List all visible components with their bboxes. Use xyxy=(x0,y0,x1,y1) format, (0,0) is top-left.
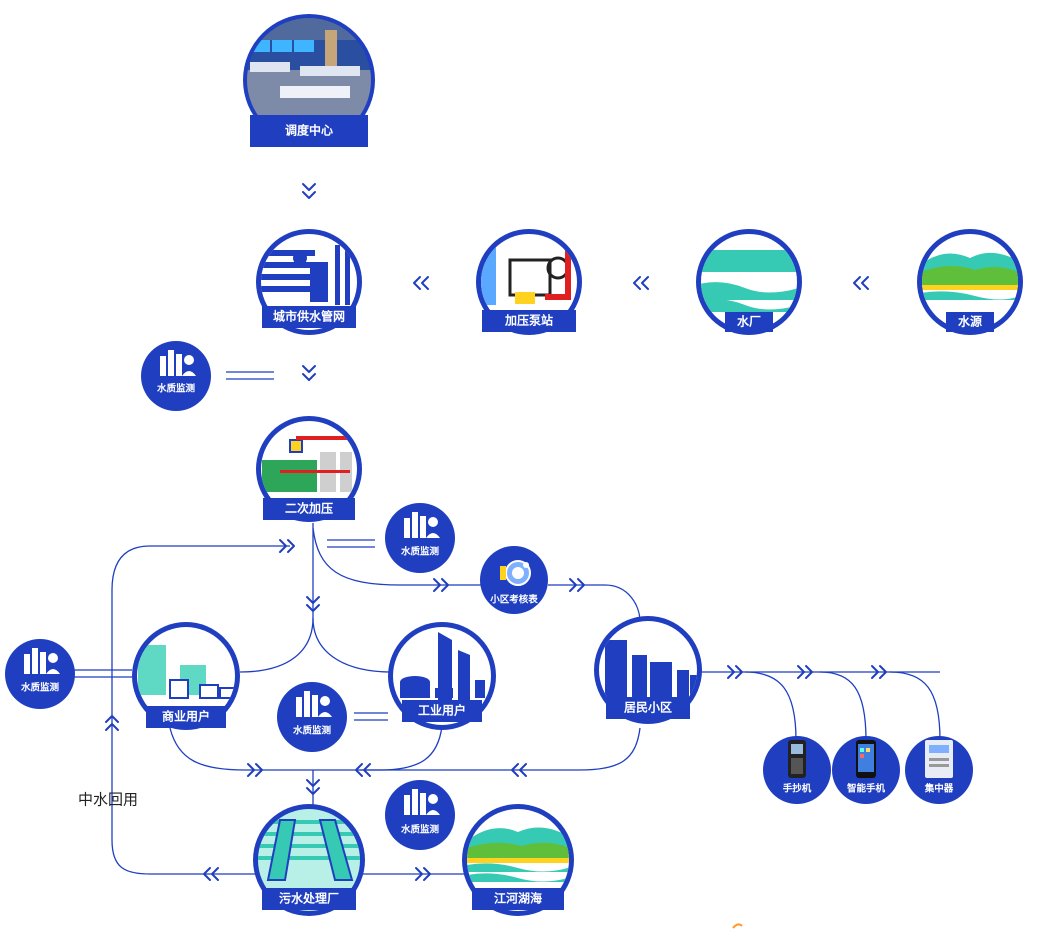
quality-monitor-4: 水质监测 xyxy=(277,682,347,752)
node-secondary-pressure: 二次加压 xyxy=(256,416,362,522)
quality-monitor-3: 水质监测 xyxy=(5,639,75,709)
chevron-right-5 xyxy=(727,665,743,679)
label-city-pipe-network: 城市供水管网 xyxy=(273,309,345,324)
link-monitor-1 xyxy=(226,371,274,380)
water-meter-icon xyxy=(500,560,531,586)
chevron-right-7 xyxy=(871,665,887,679)
quality-monitor-5: 水质监测 xyxy=(385,780,455,850)
link-monitor-2 xyxy=(327,539,375,548)
label-dispatch-center: 调度中心 xyxy=(285,123,333,138)
node-smartphone: 智能手机 xyxy=(832,736,900,804)
chevrons xyxy=(105,183,887,881)
chevron-left-3 xyxy=(853,276,869,290)
node-rivers-lakes: 江河湖海 xyxy=(462,804,574,916)
flow-to-concentrator xyxy=(889,671,941,741)
node-sewage-plant: 污水处理厂 xyxy=(253,804,365,916)
flow-commercial-collect xyxy=(169,727,380,771)
concentrator-device-icon xyxy=(925,740,953,778)
smartphone-icon xyxy=(856,740,876,778)
label-secondary-pressure: 二次加压 xyxy=(285,501,333,516)
label-smartphone: 智能手机 xyxy=(847,783,886,795)
label-reclaimed-water: 中水回用 xyxy=(78,791,138,809)
chevron-right-8 xyxy=(415,867,431,881)
node-booster-station: 加压泵站 xyxy=(476,229,582,335)
link-monitor-3 xyxy=(70,669,132,678)
label-quality-monitor-5: 水质监测 xyxy=(401,824,440,836)
node-concentrator: 集中器 xyxy=(905,736,973,804)
label-quality-monitor-4: 水质监测 xyxy=(293,725,332,737)
chevron-right-1 xyxy=(279,539,295,553)
link-monitor-4 xyxy=(354,712,388,721)
node-water-source: 水源 xyxy=(917,229,1023,335)
chevron-down-3 xyxy=(306,596,320,612)
chevron-right-4 xyxy=(247,763,263,777)
decorative-mark xyxy=(732,923,743,929)
node-commercial-users: 商业用户 xyxy=(132,622,240,730)
bar-chart-icon xyxy=(24,648,60,674)
node-handheld-reader: 手抄机 xyxy=(763,736,831,804)
chevron-down-4 xyxy=(306,779,320,795)
chevron-right-2 xyxy=(433,578,449,592)
node-residential-area: 居民小区 xyxy=(594,616,702,724)
handheld-device-icon xyxy=(788,740,806,778)
bar-chart-icon xyxy=(404,512,440,538)
label-booster-station: 加压泵站 xyxy=(504,313,553,328)
chevron-left-4 xyxy=(355,763,371,777)
label-rivers-lakes: 江河湖海 xyxy=(494,891,542,906)
flow-to-commercial xyxy=(239,617,314,673)
chevron-down-2 xyxy=(302,365,316,381)
label-quality-monitor-1: 水质监测 xyxy=(157,383,196,395)
flow-to-meter xyxy=(312,527,485,586)
bar-chart-icon xyxy=(160,350,196,376)
chevron-right-3 xyxy=(569,578,585,592)
node-city-pipe-network: 城市供水管网 xyxy=(256,229,362,335)
label-sewage-plant: 污水处理厂 xyxy=(279,891,339,906)
flow-industrial-collect xyxy=(379,725,443,771)
flow-meter-to-residential xyxy=(548,584,641,623)
flow-residential-collect xyxy=(360,727,641,771)
quality-monitor-1: 水质监测 xyxy=(141,341,211,411)
label-district-meter: 小区考核表 xyxy=(489,594,538,606)
label-residential-area: 居民小区 xyxy=(624,700,672,715)
chevron-left-1 xyxy=(413,276,429,290)
node-water-plant: 水厂 xyxy=(696,229,802,335)
flow-to-industrial xyxy=(312,617,393,673)
label-industrial-users: 工业用户 xyxy=(418,703,466,718)
label-handheld-reader: 手抄机 xyxy=(783,783,812,795)
bar-chart-icon xyxy=(404,789,440,815)
node-district-meter: 小区考核表 xyxy=(480,546,548,614)
label-water-plant: 水厂 xyxy=(737,314,761,329)
node-industrial-users: 工业用户 xyxy=(388,622,496,730)
chevron-down-1 xyxy=(302,183,316,199)
chevron-left-6 xyxy=(203,867,219,881)
label-water-source: 水源 xyxy=(958,314,982,329)
chevron-left-2 xyxy=(633,276,649,290)
chevron-left-5 xyxy=(511,763,527,777)
chevron-right-6 xyxy=(797,665,813,679)
label-commercial-users: 商业用户 xyxy=(162,709,210,724)
label-quality-monitor-3: 水质监测 xyxy=(21,682,60,694)
flow-to-handheld xyxy=(744,671,797,741)
node-dispatch-center: 调度中心 xyxy=(243,14,375,147)
chevron-up-1 xyxy=(105,715,119,731)
bar-chart-icon xyxy=(296,691,332,717)
label-concentrator: 集中器 xyxy=(924,783,954,795)
quality-monitor-2: 水质监测 xyxy=(385,503,455,573)
flow-to-phone xyxy=(819,671,867,741)
label-quality-monitor-2: 水质监测 xyxy=(401,546,440,558)
